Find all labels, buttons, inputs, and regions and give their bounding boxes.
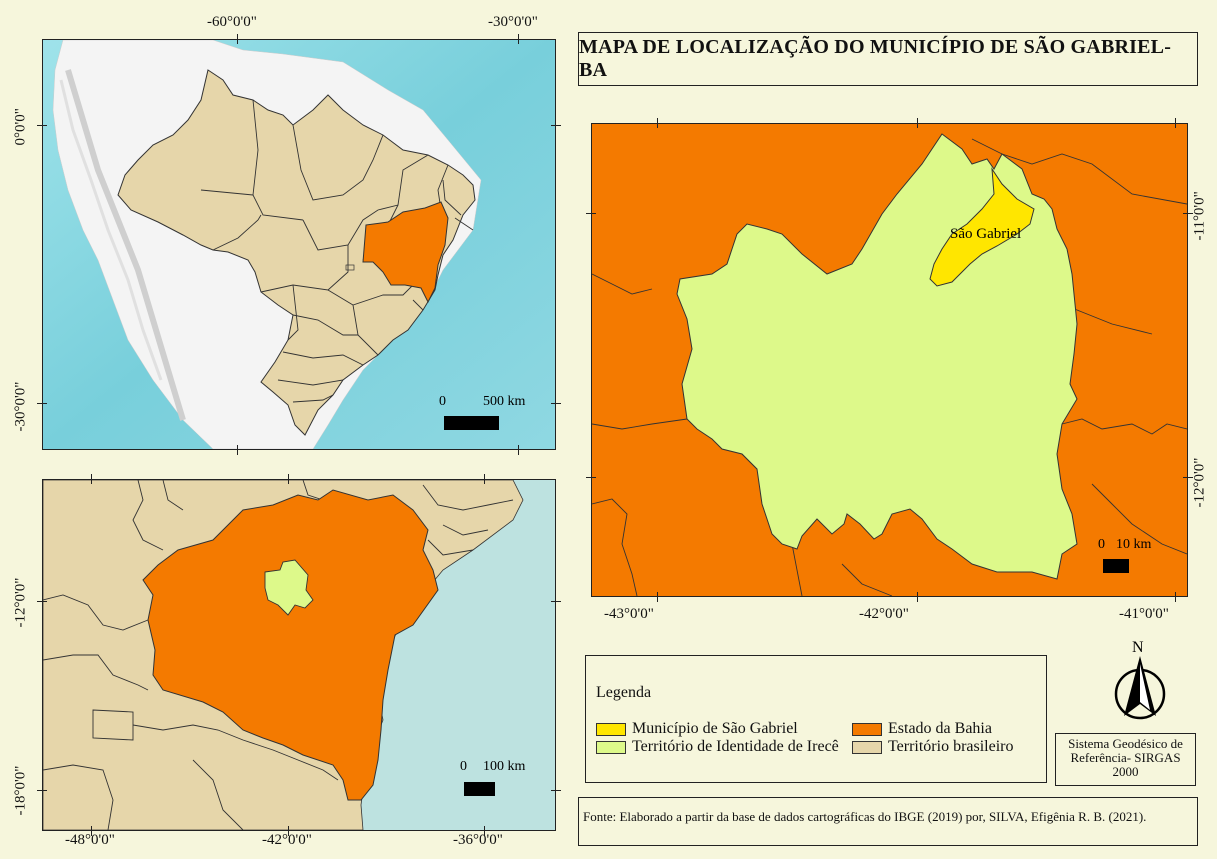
bottom-coord-irece-2: -42°0'0" — [859, 606, 909, 622]
bottom-coord-2: -42°0'0" — [262, 832, 312, 848]
swatch-irece — [596, 740, 626, 754]
map-title: MAPA DE LOCALIZAÇÃO DO MUNICÍPIO DE SÃO … — [578, 32, 1198, 86]
bahia-state — [362, 201, 449, 304]
scale-zero-3: 0 — [1098, 537, 1105, 552]
scale-zero-2: 0 — [460, 759, 467, 774]
irece-map-frame: São Gabriel 0 10 km — [591, 123, 1188, 597]
scale-max-2: 100 km — [483, 759, 526, 774]
top-coord-2: -30°0'0" — [488, 14, 538, 30]
right-coord-1: -11°0'0" — [1191, 191, 1208, 241]
bottom-coord-irece-1: -43°0'0" — [604, 606, 654, 622]
left-coord-3: -12°0'0" — [12, 577, 29, 628]
legend-item-brazil: Território brasileiro — [852, 738, 1014, 756]
swatch-sao-gabriel — [596, 722, 626, 736]
bahia-map-frame: 0 100 km — [42, 479, 556, 831]
srs-line-1: Sistema Geodésico de — [1068, 736, 1183, 751]
north-letter: N — [1132, 639, 1144, 656]
right-coord-2: -12°0'0" — [1191, 457, 1208, 508]
left-coord-2: -30°0'0" — [12, 381, 29, 432]
bottom-coord-3: -36°0'0" — [453, 832, 503, 848]
scale-bar — [444, 416, 499, 430]
swatch-brazil — [852, 740, 882, 754]
irece-map: São Gabriel 0 10 km — [592, 124, 1187, 596]
srs-line-3: 2000 — [1112, 764, 1139, 779]
legend-item-sao-gabriel: Município de São Gabriel — [596, 720, 798, 738]
source-note: Fonte: Elaborado a partir da base de dad… — [578, 797, 1198, 846]
left-coord-4: -18°0'0" — [12, 765, 29, 816]
bottom-coord-1: -48°0'0" — [65, 832, 115, 848]
scale-zero: 0 — [439, 394, 446, 409]
left-coord-1: 0°0'0" — [12, 108, 29, 146]
scale-bar-3 — [1103, 559, 1129, 573]
andes-relief — [65, 69, 186, 421]
scale-max: 500 km — [483, 394, 526, 409]
sao-gabriel-municipality — [929, 167, 1035, 287]
legend-item-bahia: Estado da Bahia — [852, 720, 992, 738]
legend-title: Legenda — [596, 684, 652, 701]
legend-label: Território brasileiro — [888, 738, 1014, 755]
legend: Legenda Município de São Gabriel Estado … — [585, 655, 1047, 783]
top-coord-1: -60°0'0" — [207, 14, 257, 30]
reference-system-box: Sistema Geodésico de Referência- SIRGAS … — [1055, 733, 1196, 786]
sao-gabriel-label: São Gabriel — [950, 226, 1021, 242]
legend-label: Território de Identidade de Irecê — [632, 738, 839, 755]
legend-label: Município de São Gabriel — [632, 720, 798, 737]
bahia-map: 0 100 km — [43, 480, 555, 830]
legend-label: Estado da Bahia — [888, 720, 992, 737]
srs-line-2: Referência- SIRGAS — [1070, 750, 1181, 765]
scale-bar-2 — [464, 782, 495, 796]
swatch-bahia — [852, 722, 882, 736]
bottom-coord-irece-3: -41°0'0" — [1119, 606, 1169, 622]
scale-max-3: 10 km — [1116, 537, 1152, 552]
brazil-map: 0 500 km — [43, 40, 555, 449]
legend-item-irece: Território de Identidade de Irecê — [596, 738, 839, 756]
brazil-map-frame: 0 500 km — [42, 39, 556, 450]
irece-small — [264, 559, 314, 616]
bahia-state-detail — [142, 489, 439, 801]
north-arrow-icon: N — [1114, 639, 1166, 720]
